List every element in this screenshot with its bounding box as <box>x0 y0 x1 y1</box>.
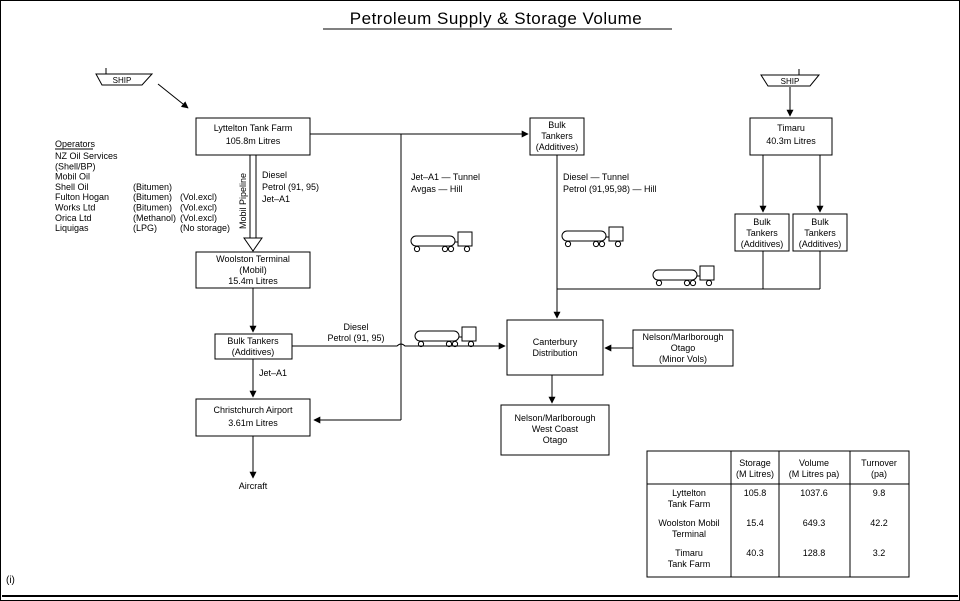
woolston-title: Woolston Terminal <box>216 254 290 264</box>
operator-name: Works Ltd <box>55 203 95 213</box>
mobil-pipeline-label: Mobil Pipeline <box>238 173 248 229</box>
table-cell-storage: 40.3 <box>746 548 764 558</box>
timaru-title: Timaru <box>777 123 805 133</box>
bulk-r1-line3: (Additives) <box>741 239 784 249</box>
petrol-9195-label: Petrol (91, 95) <box>327 333 384 343</box>
bulk-left-sub: (Additives) <box>232 347 275 357</box>
operator-product: (Bitumen) <box>133 203 172 213</box>
diesel-tunnel-label: Diesel — Tunnel <box>563 172 629 182</box>
table-row-name: Timaru <box>675 548 703 558</box>
ship-right-icon: SHIP <box>760 69 821 87</box>
table-header: Storage <box>739 458 771 468</box>
jet-a1-label: Jet–A1 <box>259 368 287 378</box>
petrol-hill-label: Petrol (91,95,98) — Hill <box>563 184 657 194</box>
table-header: Volume <box>799 458 829 468</box>
operator-name: Fulton Hogan <box>55 192 109 202</box>
bulk-r2-title: Bulk <box>811 217 829 227</box>
canterbury-title: Canterbury <box>533 337 578 347</box>
operator-product: (Methanol) <box>133 213 176 223</box>
nelson-out-line3: Otago <box>543 435 568 445</box>
operator-note: (Vol.excl) <box>180 203 217 213</box>
storage-volume-table: Storage(M Litres) Volume(M Litres pa) Turn… <box>646 450 910 578</box>
bulk-r1-line2: Tankers <box>746 228 778 238</box>
table-header-sub: (M Litres) <box>736 469 774 479</box>
table-row-name: Woolston Mobil <box>658 518 719 528</box>
table-row-name-sub: Tank Farm <box>668 499 711 509</box>
ship-right-label: SHIP <box>781 77 800 86</box>
bulk-top-title: Bulk <box>548 120 566 130</box>
bulk-left-title: Bulk Tankers <box>227 336 279 346</box>
bulk-r1-title: Bulk <box>753 217 771 227</box>
corner-label: (i) <box>6 575 15 586</box>
lyttelton-title: Lyttelton Tank Farm <box>214 123 293 133</box>
table-cell-volume: 128.8 <box>803 548 826 558</box>
operator-name: Orica Ltd <box>55 213 92 223</box>
operator-name: (Shell/BP) <box>55 161 96 171</box>
nelson-in-line3: (Minor Vols) <box>659 354 707 364</box>
table-cell-turnover: 9.8 <box>873 488 886 498</box>
table-cell-storage: 15.4 <box>746 518 764 528</box>
operator-name: Mobil Oil <box>55 172 90 182</box>
lyttelton-tank-farm-box <box>195 117 311 156</box>
operator-note: (Vol.excl) <box>180 213 217 223</box>
bulk-r2-line3: (Additives) <box>799 239 842 249</box>
table-cell-volume: 1037.6 <box>800 488 828 498</box>
tanker-truck-icon <box>410 231 473 253</box>
operator-note: (No storage) <box>180 223 230 233</box>
ship-left-label: SHIP <box>113 76 132 85</box>
bulk-top-line3: (Additives) <box>536 142 579 152</box>
operator-name: Shell Oil <box>55 182 89 192</box>
bulk-tankers-right1-box <box>734 213 790 252</box>
operators-heading: Operators <box>55 139 96 149</box>
table-cell-storage: 105.8 <box>744 488 767 498</box>
table-header-sub: (M Litres pa) <box>789 469 840 479</box>
jet-tunnel-label: Jet–A1 — Tunnel <box>411 172 480 182</box>
diesel-label: Diesel <box>343 322 368 332</box>
lyttelton-volume: 105.8m Litres <box>226 136 281 146</box>
table-cell-turnover: 42.2 <box>870 518 888 528</box>
page-title: Petroleum Supply & Storage Volume <box>350 9 642 28</box>
nelson-in-line1: Nelson/Marlborough <box>642 332 723 342</box>
table-header-sub: (pa) <box>871 469 887 479</box>
timaru-box <box>749 117 833 156</box>
nelson-in-line2: Otago <box>671 343 696 353</box>
table-row-name-sub: Tank Farm <box>668 559 711 569</box>
bulk-r2-line2: Tankers <box>804 228 836 238</box>
operator-name: Liquigas <box>55 223 89 233</box>
table-row-name: Lyttelton <box>672 488 706 498</box>
nelson-out-line1: Nelson/Marlborough <box>514 413 595 423</box>
aircraft-label: Aircraft <box>239 481 268 491</box>
avgas-hill-label: Avgas — Hill <box>411 184 462 194</box>
nelson-outbound-box <box>500 404 610 456</box>
airport-volume: 3.61m Litres <box>228 418 278 428</box>
pipeline-petrol-label: Petrol (91, 95) <box>262 182 319 192</box>
woolston-volume: 15.4m Litres <box>228 276 278 286</box>
ship-left-icon: SHIP <box>95 68 154 86</box>
operator-product: (Bitumen) <box>133 192 172 202</box>
table-cell-turnover: 3.2 <box>873 548 886 558</box>
operator-product: (Bitumen) <box>133 182 172 192</box>
timaru-volume: 40.3m Litres <box>766 136 816 146</box>
nelson-out-line2: West Coast <box>532 424 579 434</box>
woolston-operator: (Mobil) <box>239 265 267 275</box>
bulk-top-line2: Tankers <box>541 131 573 141</box>
pipeline-jet-label: Jet–A1 <box>262 194 290 204</box>
airport-title: Christchurch Airport <box>213 405 293 415</box>
canterbury-distribution-box <box>506 319 604 376</box>
pipeline-diesel-label: Diesel <box>262 170 287 180</box>
mobil-pipeline-arrow <box>243 155 263 252</box>
ship-to-lyttelton-arrow <box>157 83 189 109</box>
table-cell-volume: 649.3 <box>803 518 826 528</box>
operator-product: (LPG) <box>133 223 157 233</box>
operators-list: Operators NZ Oil Services(Shell/BP)Mobil… <box>55 139 230 233</box>
table-row-name-sub: Terminal <box>672 529 706 539</box>
canterbury-sub: Distribution <box>532 348 577 358</box>
table-header: Turnover <box>861 458 897 468</box>
operator-name: NZ Oil Services <box>55 151 118 161</box>
operator-note: (Vol.excl) <box>180 192 217 202</box>
